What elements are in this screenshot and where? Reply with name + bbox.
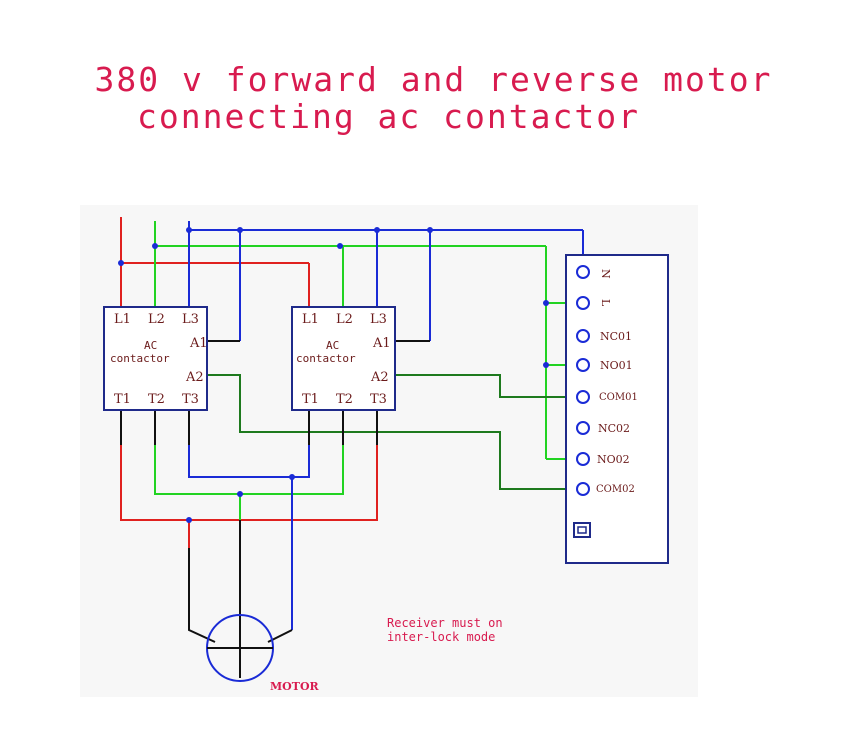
terminal-nc01-label: NC01 [600,330,632,343]
contactor-label-ac: AC [326,339,339,352]
contactor-right: L1 L2 L3 A1 A2 AC contactor T1 T2 T3 [291,306,396,411]
receiver: N L NC01 NO01 COM01 NC02 NO02 COM02 [565,254,669,564]
output-blue-wire [188,445,310,630]
terminal-no02-connector [576,452,590,466]
terminal-nc01-connector [576,329,590,343]
terminal-a2: A2 [370,370,389,385]
terminal-l3: L3 [370,312,387,327]
terminal-no01-connector [576,358,590,372]
terminal-t2: T2 [148,392,165,407]
supply-green-line [154,221,583,460]
terminal-l2: L2 [336,312,353,327]
output-green-wire [154,445,344,520]
terminal-no02-label: NO02 [597,453,630,466]
terminal-t2: T2 [336,392,353,407]
receiver-button [573,522,591,538]
terminal-t1: T1 [302,392,319,407]
terminal-com02-connector [576,482,590,496]
note-line1: Receiver must on [387,616,503,630]
terminal-l1: L1 [114,312,131,327]
terminal-l1: L1 [302,312,319,327]
terminal-n-connector [576,265,590,279]
terminal-t3: T3 [370,392,387,407]
terminal-l2: L2 [148,312,165,327]
terminal-l-label: L [599,299,612,307]
terminal-a2: A2 [185,370,204,385]
control-wires [207,374,583,490]
terminal-l3: L3 [182,312,199,327]
terminal-l-connector [576,296,590,310]
diagram-title-line2: connecting ac contactor [137,97,640,136]
terminal-t1: T1 [114,392,131,407]
receiver-button-inner [577,526,587,534]
junction-dots [118,227,549,523]
terminal-no01-label: NO01 [600,359,633,372]
terminal-n-label: N [599,269,612,279]
note-line2: inter-lock mode [387,630,495,644]
contactor-label: contactor [296,352,356,365]
motor-label: MOTOR [270,680,320,693]
terminal-t3: T3 [182,392,199,407]
terminal-a1: A1 [372,336,391,351]
terminal-a1: A1 [189,336,208,351]
terminal-com02-label: COM02 [596,484,635,495]
terminal-com01-label: COM01 [599,392,638,403]
terminal-nc02-label: NC02 [598,422,630,435]
output-stub-wires [120,410,378,445]
motor: MOTOR [206,614,320,693]
contactor-label-ac: AC [144,339,157,352]
contactor-left: L1 L2 L3 A1 A2 AC contactor T1 T2 T3 [103,306,208,411]
diagram-title-line1: 380 v forward and reverse motor [94,60,773,99]
terminal-nc02-connector [576,421,590,435]
contactor-label: contactor [110,352,170,365]
output-red-wire [120,445,378,548]
terminal-com01-connector [576,390,590,404]
